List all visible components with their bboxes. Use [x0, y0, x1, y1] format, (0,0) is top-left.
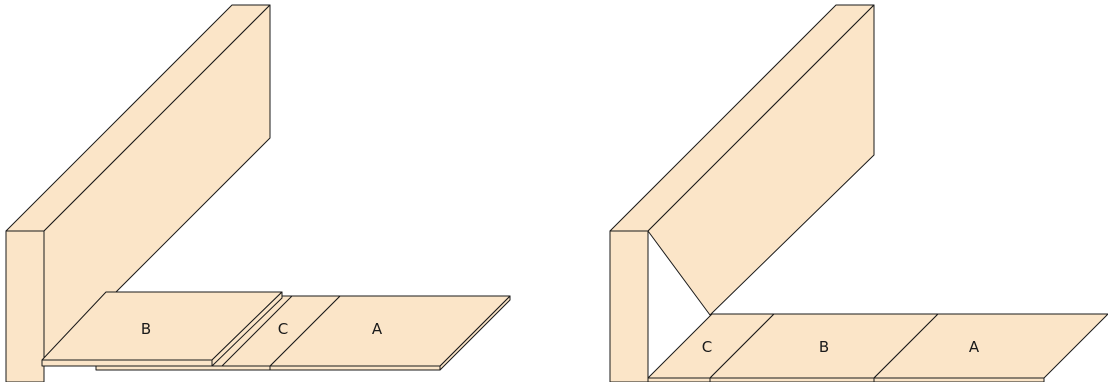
left-label-c: C — [278, 320, 288, 338]
left-post-face — [5, 230, 45, 382]
left-diagram — [5, 4, 511, 382]
right-back-wall-face — [647, 4, 875, 316]
right-diagram — [609, 4, 1108, 382]
right-label-b: B — [819, 338, 829, 356]
left-board-b-end — [211, 291, 283, 367]
left-lower-board-edge — [95, 365, 441, 371]
left-board-c — [221, 295, 341, 367]
right-label-a: A — [969, 338, 980, 356]
right-boards-edge — [647, 377, 1045, 382]
left-board-b-edge — [41, 359, 213, 367]
left-label-a: A — [372, 320, 383, 338]
right-label-c: C — [702, 338, 712, 356]
left-label-b: B — [141, 320, 151, 338]
right-post-face — [609, 230, 649, 382]
